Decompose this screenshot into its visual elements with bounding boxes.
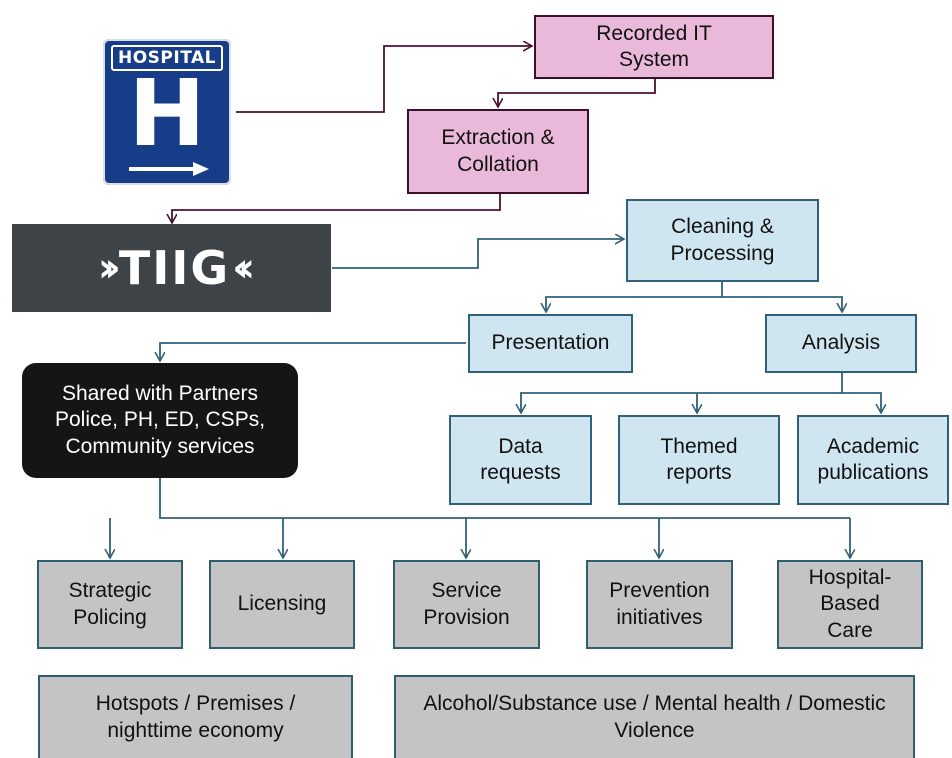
hospital-sign-word: HOSPITAL bbox=[111, 45, 223, 71]
node-hotspots: Hotspots / Premises / nighttime economy bbox=[38, 675, 353, 758]
node-alcohol-substance: Alcohol/Substance use / Mental health / … bbox=[394, 675, 915, 758]
node-service-provision-label: Service Provision bbox=[423, 579, 510, 629]
arrow-analysis-to-academic bbox=[842, 392, 881, 413]
node-recorded-it-system-label: Recorded IT System bbox=[596, 21, 712, 71]
node-hotspots-label: Hotspots / Premises / nighttime economy bbox=[95, 692, 296, 742]
node-alcohol-substance-label: Alcohol/Substance use / Mental health / … bbox=[423, 692, 886, 742]
node-recorded-it-system: Recorded IT System bbox=[534, 15, 774, 79]
node-shared-with-partners: Shared with Partners Police, PH, ED, CSP… bbox=[22, 363, 298, 478]
node-presentation: Presentation bbox=[468, 314, 633, 373]
arrow-partners-to-outputs bbox=[159, 478, 850, 519]
node-prevention-initiatives-label: Prevention initiatives bbox=[609, 579, 710, 629]
node-data-requests-label: Data requests bbox=[480, 434, 561, 484]
node-extraction-collation: Extraction & Collation bbox=[407, 109, 589, 194]
node-shared-line2: Police, PH, ED, CSPs, bbox=[54, 408, 266, 432]
node-extraction-collation-label: Extraction & Collation bbox=[441, 126, 555, 176]
node-themed-reports-label: Themed reports bbox=[660, 434, 738, 484]
node-shared-line3: Community services bbox=[65, 434, 255, 458]
node-cleaning-processing-label: Cleaning & Processing bbox=[670, 215, 775, 265]
hospital-arrow-icon bbox=[123, 161, 215, 177]
node-strategic-policing-label: Strategic Policing bbox=[68, 579, 152, 629]
tiig-logo-text: TIIG bbox=[118, 241, 231, 295]
tiig-logo: ›› TIIG ‹‹ bbox=[12, 224, 331, 312]
arrow-tiig-to-cleaning bbox=[332, 239, 624, 269]
tiig-left-chevrons-icon: ›› bbox=[97, 245, 121, 291]
arrow-analysis-to-data-requests bbox=[521, 373, 843, 413]
arrow-cleaning-to-analysis bbox=[722, 296, 842, 312]
hospital-sign-icon: HOSPITAL H bbox=[103, 39, 231, 185]
node-presentation-label: Presentation bbox=[491, 331, 610, 355]
node-cleaning-processing: Cleaning & Processing bbox=[626, 199, 819, 282]
node-shared-line1: Shared with Partners bbox=[61, 382, 259, 406]
node-analysis: Analysis bbox=[765, 314, 917, 373]
node-hospital-based-care: Hospital-Based Care bbox=[777, 560, 923, 649]
tiig-right-chevrons-icon: ‹‹ bbox=[232, 245, 255, 291]
node-academic-publications-label: Academic publications bbox=[817, 434, 929, 484]
node-hospital-based-care-label: Hospital-Based Care bbox=[808, 566, 892, 642]
node-academic-publications: Academic publications bbox=[797, 415, 949, 505]
node-service-provision: Service Provision bbox=[393, 560, 540, 649]
arrow-extraction-to-tiig bbox=[172, 194, 501, 223]
arrow-recorded-to-extraction bbox=[498, 79, 656, 107]
hospital-sign-letter: H bbox=[128, 60, 206, 167]
node-themed-reports: Themed reports bbox=[618, 415, 780, 505]
node-prevention-initiatives: Prevention initiatives bbox=[586, 560, 733, 649]
node-analysis-label: Analysis bbox=[801, 331, 881, 355]
node-licensing: Licensing bbox=[209, 560, 355, 649]
arrow-presentation-to-partners bbox=[160, 342, 466, 361]
node-strategic-policing: Strategic Policing bbox=[37, 560, 183, 649]
arrow-cleaning-to-presentation bbox=[546, 282, 723, 312]
node-data-requests: Data requests bbox=[449, 415, 592, 505]
arrow-hospital-to-recorded bbox=[236, 46, 532, 113]
node-licensing-label: Licensing bbox=[237, 592, 327, 616]
